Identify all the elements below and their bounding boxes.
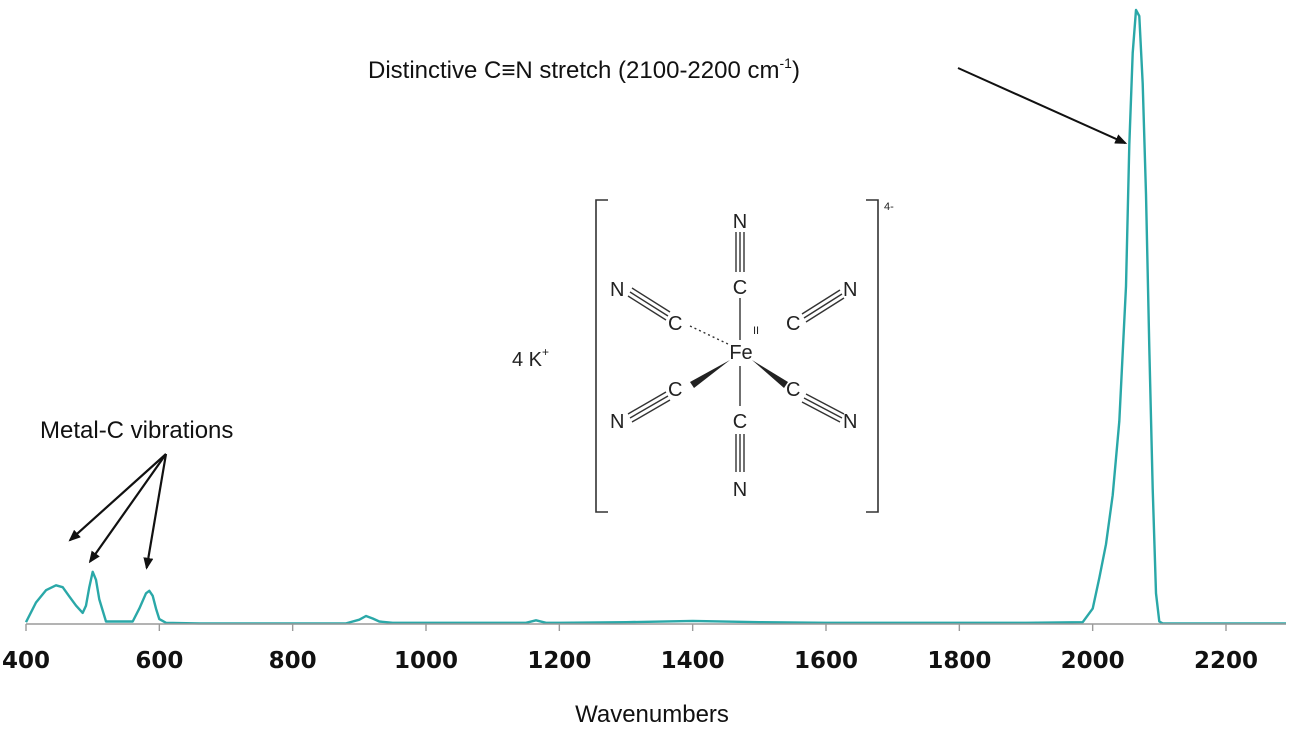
x-tick-label: 400: [2, 648, 50, 674]
left-bracket: [595, 199, 608, 513]
cn-stretch-annotation: Distinctive C≡N stretch (2100-2200 cm-1): [368, 55, 800, 84]
x-tick-label: 1400: [661, 648, 725, 674]
complex-charge-label: 4-: [884, 201, 894, 213]
x-axis-title: Wavenumbers: [575, 701, 729, 728]
bottom-carbon: C: [733, 411, 747, 433]
metal-oxidation-state: II: [753, 325, 759, 337]
x-tick-label: 2000: [1061, 648, 1125, 674]
lower-left-nitrogen: N: [610, 411, 624, 433]
right-bracket: [866, 199, 879, 513]
lower-right-wedge: [752, 360, 788, 388]
cn-stretch-arrow: [957, 67, 1128, 144]
cn-stretch-superscript: -1: [779, 55, 792, 71]
metal-atom: Fe: [729, 342, 752, 364]
x-tick-label: 1600: [794, 648, 858, 674]
x-tick-label: 800: [269, 648, 317, 674]
x-tick-label: 600: [135, 648, 183, 674]
counter-ion-label: 4 K+: [512, 345, 549, 371]
plot-area: 400 600 800 1000 1200 1400 1600 1800 2000 2200 Wa…: [2, 8, 1286, 728]
metal-c-arrow: [143, 453, 168, 570]
top-nitrogen: N: [733, 211, 747, 233]
upper-left-nitrogen: N: [610, 279, 624, 301]
top-carbon: C: [733, 277, 747, 299]
upper-right-nitrogen: N: [843, 279, 857, 301]
ferrocyanide-structure: 4 K+ 4- Fe II N C C N N C C N: [512, 199, 894, 513]
x-axis-ticks: 400 600 800 1000 1200 1400 1600 1800 2000 2200: [2, 624, 1258, 674]
metal-c-arrow: [68, 453, 167, 542]
x-tick-label: 1200: [527, 648, 591, 674]
annotations: Distinctive C≡N stretch (2100-2200 cm-1)…: [40, 55, 1128, 570]
lower-left-carbon: C: [668, 379, 682, 401]
x-tick-label: 1000: [394, 648, 458, 674]
metal-c-annotation: Metal-C vibrations: [40, 417, 233, 444]
cn-stretch-text: Distinctive C≡N stretch (2100-2200 cm: [368, 57, 779, 84]
upper-right-carbon: C: [786, 313, 800, 335]
metal-c-arrows: [68, 453, 168, 570]
lower-right-nitrogen: N: [843, 411, 857, 433]
x-tick-label: 2200: [1194, 648, 1258, 674]
series-line: [24, 8, 1286, 625]
bottom-nitrogen: N: [733, 479, 747, 501]
lower-left-wedge: [690, 360, 730, 388]
x-tick-label: 1800: [927, 648, 991, 674]
cn-stretch-close: ): [792, 57, 800, 84]
lower-right-carbon: C: [786, 379, 800, 401]
metal-c-arrow: [88, 453, 167, 564]
upper-left-carbon: C: [668, 313, 682, 335]
